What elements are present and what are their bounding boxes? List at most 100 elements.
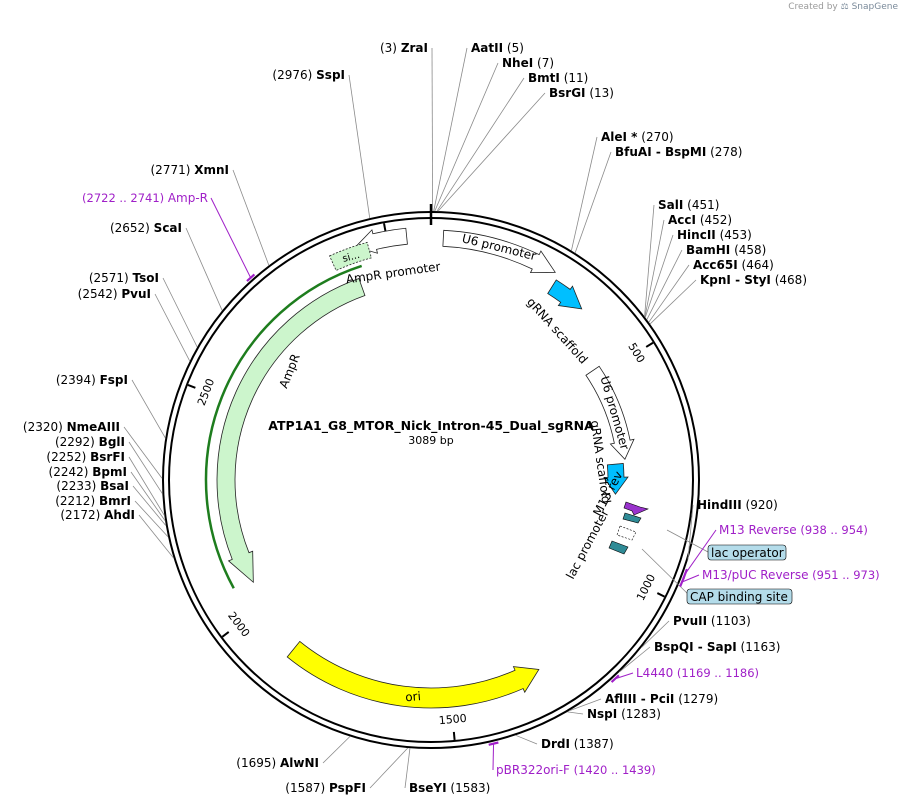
enzyme-site-bgli[interactable]: (2292) BglI [55,435,163,494]
enzyme-site-alei[interactable]: AleI * (270) [571,130,674,251]
enzyme-site-drdi[interactable]: DrdI (1387) [515,734,614,751]
tick-mark-2000 [221,631,230,638]
feature-ampr-promoter[interactable] [354,227,408,254]
plasmid-length: 3089 bp [408,434,453,447]
primer-mark [610,674,620,683]
cap-binding-box[interactable] [608,540,629,555]
primer-m13rev-primer[interactable]: M13 Reverse (938 .. 954) [682,523,868,579]
primer-leader [684,529,717,575]
enzyme-site-bamhi[interactable]: BamHI (458) [646,243,766,320]
enzyme-site-bmti[interactable]: BmtI (11) [436,71,588,212]
ampr-promoter-label: AmpR promoter [345,259,441,286]
leader-line [567,711,584,715]
enzyme-label: (1695) AlwNI [236,756,319,770]
enzyme-site-bsrgi[interactable]: BsrGI (13) [437,86,614,212]
enzyme-site-aatii[interactable]: AatII (5) [433,41,524,212]
primer-pbr322-primer[interactable]: pBR322ori-F (1420 .. 1439) [488,741,656,777]
enzyme-site-bseyi[interactable]: BseYI (1583) [404,748,490,795]
leader-line [646,249,683,320]
tick-label-2500: 2500 [195,377,217,408]
enzyme-site-acci[interactable]: AccI (452) [644,213,732,317]
enzyme-site-pvuii[interactable]: PvuII (1103) [641,614,751,648]
enzyme-site-bsai[interactable]: (2233) BsaI [56,479,167,526]
enzyme-site-bspqi[interactable]: BspQI - SapI (1163) [619,640,780,673]
enzyme-site-sali[interactable]: SalI (451) [644,198,720,317]
enzyme-site-afliii[interactable]: AflIII - PciI (1279) [569,692,718,712]
enzyme-site-acc65i[interactable]: Acc65I (464) [648,258,774,323]
leader-line [134,500,169,538]
feature-grna-scaffold-1[interactable] [547,279,583,310]
enzyme-site-ahdi[interactable]: (2172) AhdI [60,508,174,559]
enzyme-site-bpmi[interactable]: (2242) BpmI [49,465,166,521]
enzyme-site-pvui[interactable]: (2542) PvuI [78,287,191,362]
enzyme-site-bsrfi[interactable]: (2252) BsrFI [46,450,165,516]
primer-mark [246,273,256,282]
leader-line [569,698,602,712]
enzyme-label: (2233) BsaI [56,479,129,493]
enzyme-site-hincii[interactable]: HincII (453) [644,228,752,318]
m13-rev-feature[interactable] [623,501,649,516]
tick-label-2000: 2000 [225,609,252,639]
enzyme-label: BsrGI (13) [549,86,614,100]
feature-ampr[interactable] [216,278,366,584]
primer-ampr-primer[interactable]: (2722 .. 2741) Amp-R [82,191,256,282]
enzyme-site-xmni[interactable]: (2771) XmnI [151,163,270,266]
enzyme-site-tsoi[interactable]: (2571) TsoI [89,271,198,348]
cap-binding-site-label-box[interactable] [686,588,793,605]
enzyme-site-pspfi[interactable]: (1587) PspFI [285,747,409,795]
leader-line [404,748,411,789]
enzyme-label: (2320) NmeAIII [23,420,120,434]
primer-label: M13/pUC Reverse (951 .. 973) [702,568,880,582]
enzyme-site-scai[interactable]: (2652) ScaI [110,221,223,311]
enzyme-site-nhei[interactable]: NheI (7) [434,56,554,212]
enzyme-site-bmri[interactable]: (2212) BmrI [55,494,169,538]
leader-line [436,77,525,212]
leader-line [437,92,546,212]
signal-peptide-label: si... [341,250,361,265]
tick-mark-2500 [187,384,196,389]
leader-line [648,264,690,323]
plasmid-center-labels: ATP1A1_G8_MTOR_Nick_Intron-45_Dual_sgRNA… [268,418,594,447]
enzyme-label: BamHI (458) [686,243,766,257]
enzyme-site-nspi[interactable]: NspI (1283) [567,707,661,721]
feature-u6-promoter-1[interactable] [442,229,556,274]
enzyme-label: (3) ZraI [380,41,428,55]
leader-line [644,234,674,318]
feature-u6-promoter-2[interactable] [585,365,635,461]
enzyme-label: NheI (7) [502,56,554,70]
lac-operator-box[interactable] [622,512,642,524]
enzyme-label: PvuII (1103) [673,614,751,628]
primer-m13puc-primer[interactable]: M13/pUC Reverse (951 .. 973) [679,568,880,588]
enzyme-site-alwni[interactable]: (1695) AlwNI [236,736,351,770]
lac-promoter-dashed-box[interactable] [616,525,637,541]
leader-line [162,277,198,348]
primer-leader [210,197,252,278]
lac-operator-label-box[interactable] [707,544,787,561]
feature-ori[interactable] [286,640,540,709]
enzyme-label: (2571) TsoI [89,271,159,285]
enzyme-site-zrai[interactable]: (3) ZraI [380,41,434,212]
enzyme-label: HincII (453) [677,228,752,242]
leader-line [434,62,499,212]
cap-binding-site-label: CAP binding site [690,590,788,604]
enzyme-site-hindiii[interactable]: HindIII (920) [687,498,778,560]
enzyme-site-sspi[interactable]: (2976) SspI [272,68,371,219]
primer-l4440-primer[interactable]: L4440 (1169 .. 1186) [610,666,759,683]
enzyme-site-nmeaiii[interactable]: (2320) NmeAIII [23,420,163,479]
feature-grna-scaffold-2[interactable] [603,463,629,495]
signal-peptide-feature[interactable] [329,241,372,272]
enzyme-label: BspQI - SapI (1163) [654,640,780,654]
ampr-label: AmpR [276,352,302,390]
enzyme-site-kpni[interactable]: KpnI - StyI (468) [649,273,807,325]
primer-label: pBR322ori-F (1420 .. 1439) [496,763,656,777]
enzyme-label: (2542) PvuI [78,287,151,301]
tick-label-1500: 1500 [438,712,467,727]
leader-line [132,485,167,526]
enzyme-site-bfuai[interactable]: BfuAI - BspMI (278) [574,145,742,254]
leader-line [433,47,468,212]
leader-line [185,227,223,311]
leader-line [515,734,538,745]
enzyme-label: KpnI - StyI (468) [700,273,807,287]
tick-mark-1500 [452,731,456,741]
enzyme-site-fspi[interactable]: (2394) FspI [56,373,166,439]
